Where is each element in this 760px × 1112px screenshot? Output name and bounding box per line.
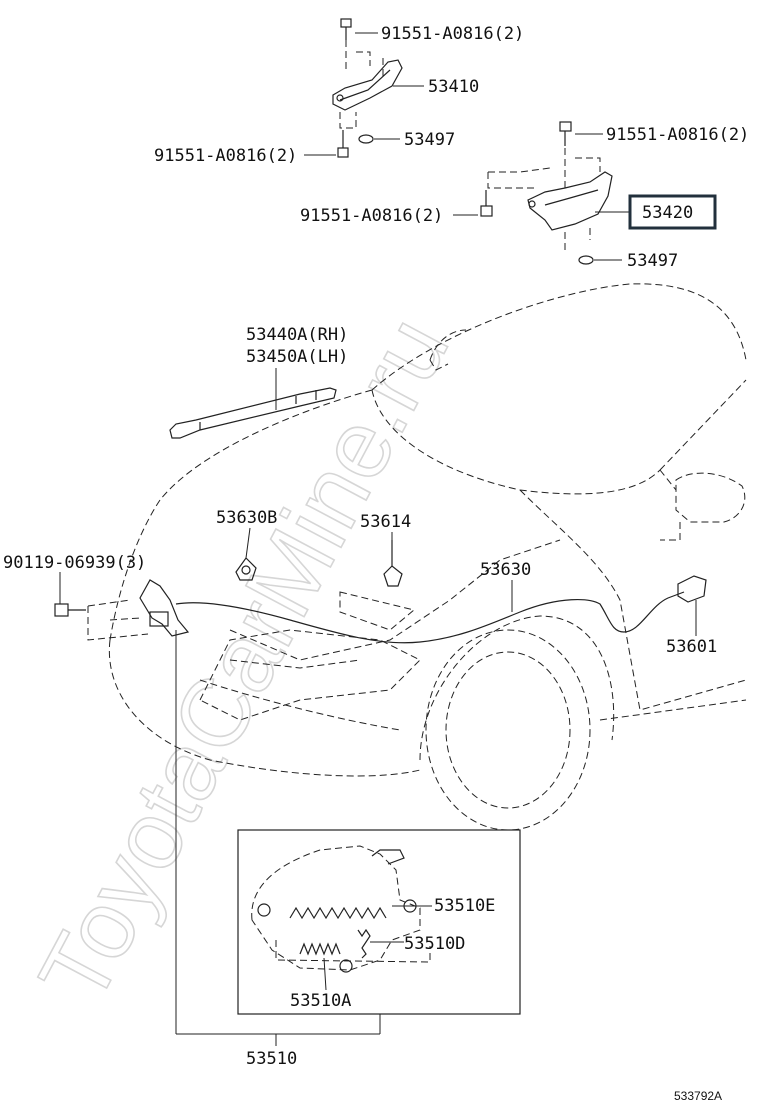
label-hinge-bolt-top[interactable]: 91551-A0816(2)	[381, 24, 524, 44]
label-lock-assy[interactable]: 53510	[246, 1049, 297, 1069]
label-hinge-bolt-right-mid[interactable]: 91551-A0816(2)	[300, 206, 443, 226]
hinge-lh-highlight-box[interactable]	[628, 194, 717, 230]
label-handle[interactable]: 53601	[666, 637, 717, 657]
hinge-rh-illustration	[332, 18, 403, 158]
lock-detail-inset	[237, 829, 521, 1015]
label-clip[interactable]: 53614	[360, 512, 411, 532]
hinge-lh-leaders	[453, 133, 630, 261]
label-spring-d[interactable]: 53510D	[404, 934, 465, 954]
lock-cable-leaders	[59, 527, 697, 1046]
label-clamp-b[interactable]: 53630B	[216, 508, 277, 528]
hinge-rh-leaders	[304, 32, 424, 156]
lock-detail-illustration	[251, 845, 421, 973]
label-washer-rh[interactable]: 53497	[404, 130, 455, 150]
label-spring-e[interactable]: 53510E	[434, 896, 495, 916]
label-hinge-lh[interactable]: 53420	[642, 203, 693, 223]
figure-code: 533792A	[674, 1089, 722, 1103]
label-hinge-bolt-left[interactable]: 91551-A0816(2)	[154, 146, 297, 166]
hood-lock-illustration	[54, 579, 190, 641]
label-hinge-bolt-right-top[interactable]: 91551-A0816(2)	[606, 125, 749, 145]
label-washer-lh[interactable]: 53497	[627, 251, 678, 271]
label-cable[interactable]: 53630	[480, 560, 531, 580]
label-support-lh[interactable]: 53450A(LH)	[246, 347, 348, 367]
hinge-lh-illustration	[480, 121, 613, 265]
car-body-outline	[108, 283, 747, 831]
label-hinge-rh[interactable]: 53410	[428, 77, 479, 97]
cable-illustration	[175, 540, 707, 644]
hood-support-illustration	[169, 387, 337, 439]
lock-detail-leaders	[275, 905, 432, 991]
label-spring-a[interactable]: 53510A	[290, 991, 351, 1011]
label-support-rh[interactable]: 53440A(RH)	[246, 325, 348, 345]
label-lock-bolt[interactable]: 90119-06939(3)	[3, 553, 146, 573]
